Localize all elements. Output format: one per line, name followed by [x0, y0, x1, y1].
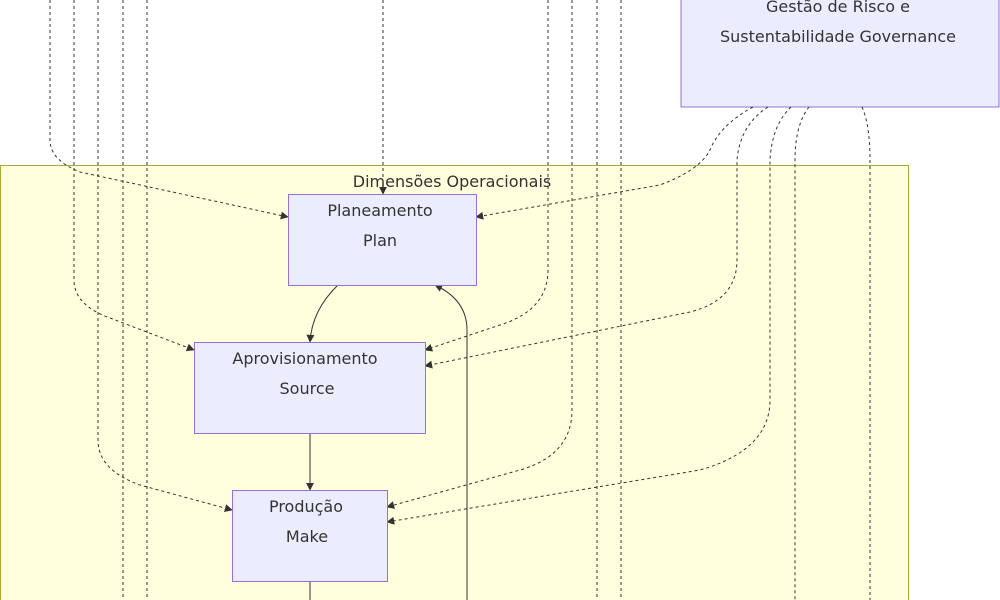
edge-back-to-plan	[434, 284, 468, 600]
source-node[interactable]	[194, 342, 426, 434]
edge-to-make-left	[97, 0, 233, 512]
solid-edges	[306, 284, 468, 600]
edge-to-source-right	[424, 0, 549, 352]
plan-label-line2: Plan	[363, 231, 397, 250]
edge-to-plan-left	[49, 0, 289, 220]
governance-label-line2: Sustentabilidade Governance	[720, 27, 956, 46]
source-label-line1: Aprovisionamento	[232, 349, 377, 368]
gov-to-source	[424, 106, 769, 369]
edge-plan-to-source	[306, 284, 339, 343]
plan-node[interactable]	[288, 194, 477, 286]
governance-label-line1: Gestão de Risco e	[766, 0, 910, 16]
make-label-line1: Produção	[269, 497, 343, 516]
gov-to-make	[386, 106, 792, 525]
make-label-line2: Make	[286, 527, 328, 546]
governance-node[interactable]	[680, 0, 1000, 108]
make-node[interactable]	[232, 490, 388, 582]
dashed-edges	[49, 0, 871, 600]
plan-label-line1: Planeamento	[327, 201, 432, 220]
gov-to-plan	[475, 106, 754, 220]
source-label-line2: Source	[280, 379, 335, 398]
gov-down-795	[794, 106, 810, 600]
cluster-title: Dimensões Operacionais	[353, 172, 551, 191]
gov-down-870	[861, 106, 871, 600]
edge-to-make-right	[386, 0, 573, 509]
